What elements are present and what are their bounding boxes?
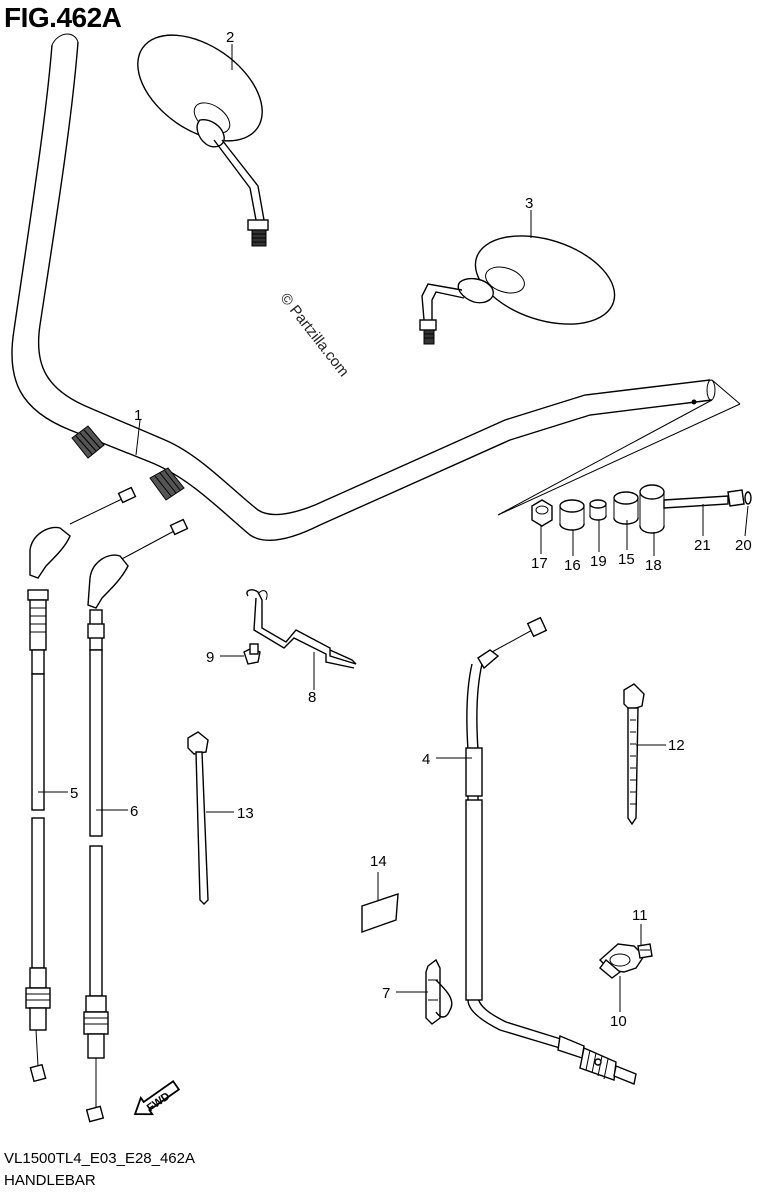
cushion-16-part[interactable]: [559, 499, 585, 531]
callout-9: 9: [206, 649, 214, 666]
callout-20: 20: [735, 537, 752, 554]
clutch-bracket-7-part[interactable]: [425, 958, 453, 1025]
callout-16: 16: [564, 557, 581, 574]
callout-11: 11: [632, 907, 648, 924]
callout-18: 18: [645, 557, 662, 574]
callout-19: 19: [590, 553, 607, 570]
mirror-left-part[interactable]: [119, 13, 282, 247]
callout-17: 17: [531, 555, 548, 572]
callout-7: 7: [382, 985, 390, 1002]
callout-8: 8: [308, 689, 316, 706]
callout-13: 13: [237, 805, 254, 822]
callout-6: 6: [130, 803, 138, 820]
screw-11-part[interactable]: [637, 943, 653, 959]
callout-21: 21: [694, 537, 711, 554]
throttle-cable-6-part[interactable]: [83, 518, 189, 1123]
throttle-cable-5-part[interactable]: [25, 486, 137, 1083]
cable-tie-13-part[interactable]: [187, 731, 209, 905]
knurl-center-icon: [149, 467, 185, 501]
callout-4: 4: [422, 751, 430, 768]
holder-18-part[interactable]: [639, 484, 665, 534]
callout-10: 10: [610, 1013, 627, 1030]
clamp-10-part[interactable]: [598, 943, 645, 979]
handlebar-part[interactable]: [11, 33, 741, 541]
diagram-code: VL1500TL4_E03_E28_462A: [4, 1150, 196, 1167]
bolt-21-part[interactable]: [663, 489, 745, 509]
washer-20-part[interactable]: [744, 491, 752, 505]
diagram-name: HANDLEBAR: [4, 1172, 96, 1189]
label-sticker-14-part[interactable]: [361, 893, 399, 933]
cable-guide-8-part[interactable]: [246, 589, 357, 669]
callout-1: 1: [134, 407, 142, 424]
bolt-9-part[interactable]: [243, 643, 261, 665]
knurl-left-icon: [71, 425, 105, 459]
leader-lines: [38, 44, 749, 1012]
cushion-15-part[interactable]: [613, 491, 639, 525]
callout-5: 5: [70, 785, 78, 802]
clutch-cable-4-part[interactable]: [465, 616, 637, 1085]
forward-arrow-icon: [133, 1080, 181, 1116]
callout-3: 3: [525, 195, 533, 212]
callout-labels: 1 2 3 4 5 6 7 8 9 10 11 12 13 14 15 16 1…: [70, 29, 752, 1030]
cable-tie-12-part[interactable]: [623, 683, 645, 826]
nut-17-part[interactable]: [531, 499, 553, 527]
callout-12: 12: [668, 737, 685, 754]
callout-14: 14: [370, 853, 387, 870]
mirror-right-part[interactable]: [419, 220, 626, 345]
callout-2: 2: [226, 29, 234, 46]
spacer-19-part[interactable]: [589, 499, 607, 521]
figure-title: FIG.462A: [4, 2, 122, 33]
callout-15: 15: [618, 551, 635, 568]
